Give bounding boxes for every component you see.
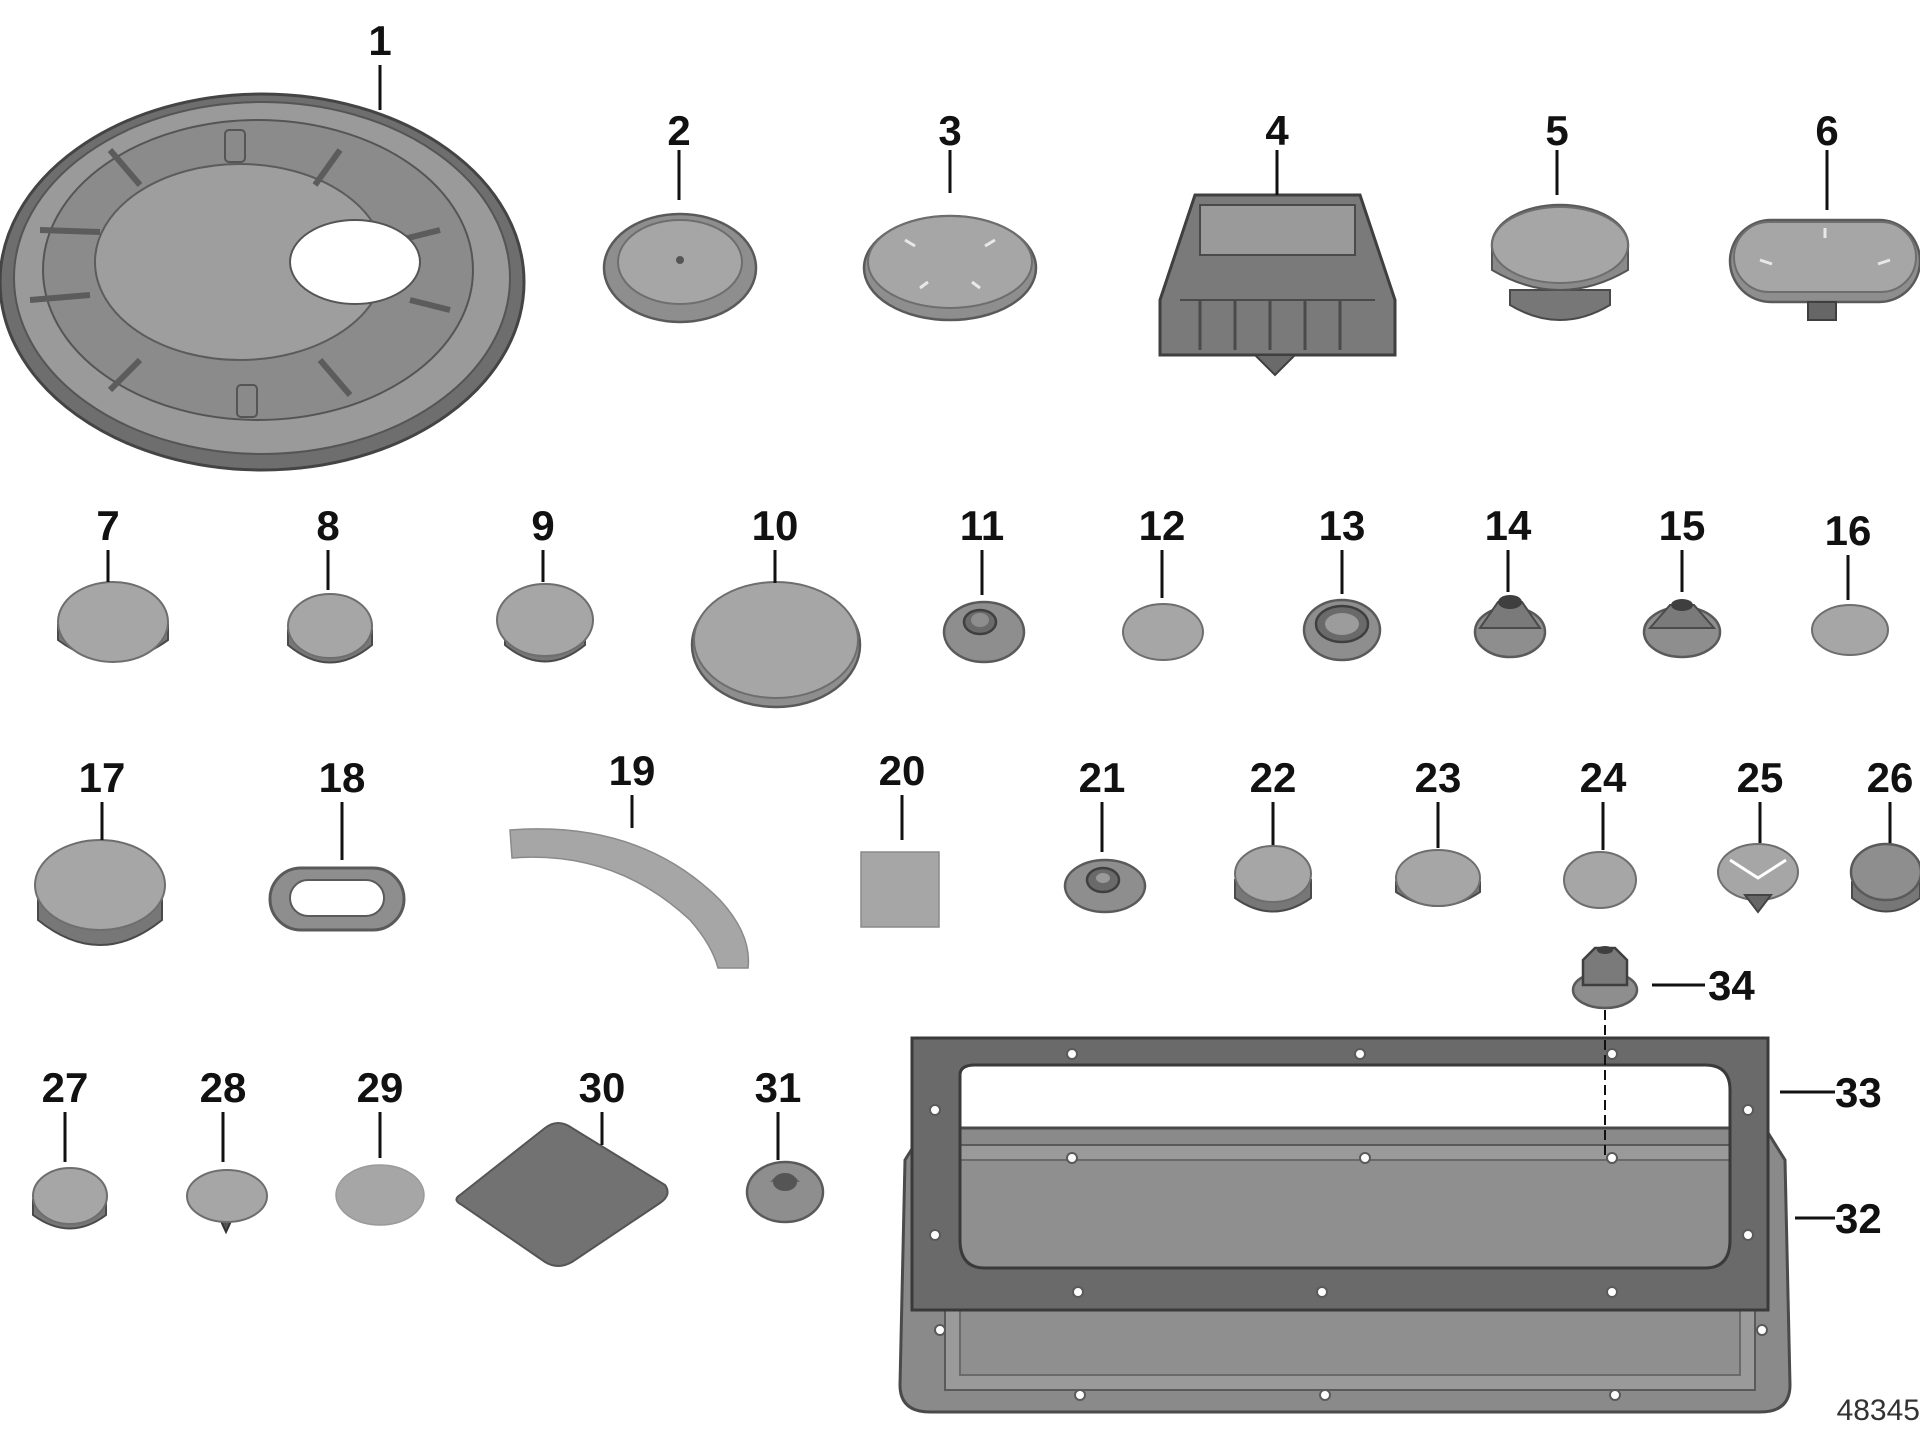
part-33-label: 33 (1835, 1069, 1882, 1116)
part-16-label: 16 (1825, 507, 1872, 554)
part-23-label: 23 (1415, 754, 1462, 801)
part-14-label: 14 (1485, 502, 1532, 549)
part-9-drawing[interactable] (496, 583, 594, 663)
part-13-drawing[interactable] (1302, 598, 1382, 662)
part-25-drawing[interactable] (1717, 843, 1799, 914)
part-3-label: 3 (938, 107, 961, 154)
part-6-label: 6 (1815, 107, 1838, 154)
part-28-label: 28 (200, 1064, 247, 1111)
part-22-label: 22 (1250, 754, 1297, 801)
part-19-drawing[interactable] (509, 828, 750, 969)
part-6-drawing[interactable] (1728, 218, 1920, 321)
part-1-drawing[interactable] (0, 92, 526, 472)
part-19-label: 19 (609, 747, 656, 794)
part-4-label: 4 (1265, 107, 1289, 154)
part-30-drawing[interactable] (455, 1122, 669, 1267)
part-21-drawing[interactable] (1063, 858, 1147, 914)
part-27-label: 27 (42, 1064, 89, 1111)
part-23-drawing[interactable] (1395, 849, 1481, 907)
part-10-label: 10 (752, 502, 799, 549)
part-17-drawing[interactable] (34, 839, 166, 946)
part-26-label: 26 (1867, 754, 1914, 801)
part-28-drawing[interactable] (186, 1169, 268, 1235)
part-2-label: 2 (667, 107, 690, 154)
part-21-label: 21 (1079, 754, 1126, 801)
part-20-label: 20 (879, 747, 926, 794)
part-2-drawing[interactable] (602, 212, 758, 324)
part-8-drawing[interactable] (287, 593, 373, 664)
part-5-drawing[interactable] (1490, 203, 1630, 321)
part-16-drawing[interactable] (1811, 604, 1889, 656)
part-12-label: 12 (1139, 502, 1186, 549)
part-30-label: 30 (579, 1064, 626, 1111)
part-34-label: 34 (1708, 962, 1755, 1009)
part-3-drawing[interactable] (862, 214, 1038, 322)
part-11-drawing[interactable] (942, 600, 1026, 664)
diagram-reference-number: 48345 (1837, 1394, 1920, 1427)
part-10-drawing[interactable] (690, 581, 862, 709)
part-31-label: 31 (755, 1064, 802, 1111)
part-27-drawing[interactable] (32, 1167, 108, 1230)
part-20-drawing[interactable] (860, 851, 940, 928)
part-12-drawing[interactable] (1122, 603, 1204, 661)
part-7-label: 7 (96, 502, 119, 549)
part-4-drawing[interactable] (1158, 193, 1397, 377)
part-1-label: 1 (368, 17, 391, 64)
part-31-drawing[interactable] (745, 1160, 825, 1224)
part-24-label: 24 (1580, 754, 1627, 801)
part-15-drawing[interactable] (1642, 599, 1722, 659)
part-33-drawing[interactable] (910, 1036, 1770, 1312)
part-11-label: 11 (960, 502, 1004, 549)
part-22-drawing[interactable] (1234, 845, 1312, 913)
part-18-label: 18 (319, 754, 366, 801)
part-14-drawing[interactable] (1473, 595, 1547, 659)
part-8-label: 8 (316, 502, 339, 549)
part-34-drawing[interactable] (1571, 946, 1639, 1158)
part-9-label: 9 (531, 502, 554, 549)
part-29-drawing[interactable] (335, 1164, 425, 1226)
part-29-label: 29 (357, 1064, 404, 1111)
part-13-label: 13 (1319, 502, 1366, 549)
part-24-drawing[interactable] (1563, 851, 1637, 909)
part-26-drawing[interactable] (1849, 842, 1920, 913)
part-17-label: 17 (79, 754, 126, 801)
part-18-drawing[interactable] (268, 866, 406, 932)
part-15-label: 15 (1659, 502, 1706, 549)
part-7-drawing[interactable] (57, 581, 169, 663)
part-5-label: 5 (1545, 107, 1568, 154)
part-25-label: 25 (1737, 754, 1784, 801)
part-32-label: 32 (1835, 1195, 1882, 1242)
